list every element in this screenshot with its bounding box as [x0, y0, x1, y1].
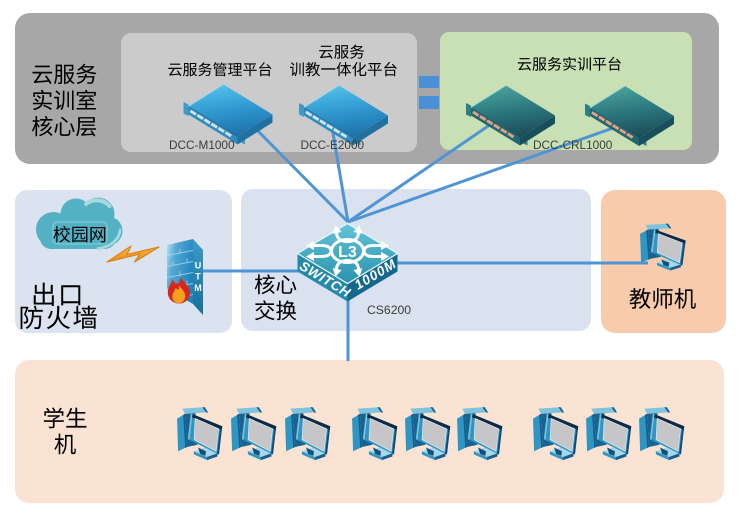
svg-text:DCC-M1000: DCC-M1000 [169, 138, 235, 152]
svg-text:U: U [195, 261, 202, 271]
svg-text:T: T [195, 272, 201, 282]
svg-text:CS6200: CS6200 [367, 303, 411, 317]
svg-text:DCC-CRL1000: DCC-CRL1000 [533, 138, 613, 152]
svg-text:DCC-E2000: DCC-E2000 [301, 138, 365, 152]
svg-text:L3: L3 [338, 244, 357, 261]
svg-text:M: M [194, 283, 202, 293]
